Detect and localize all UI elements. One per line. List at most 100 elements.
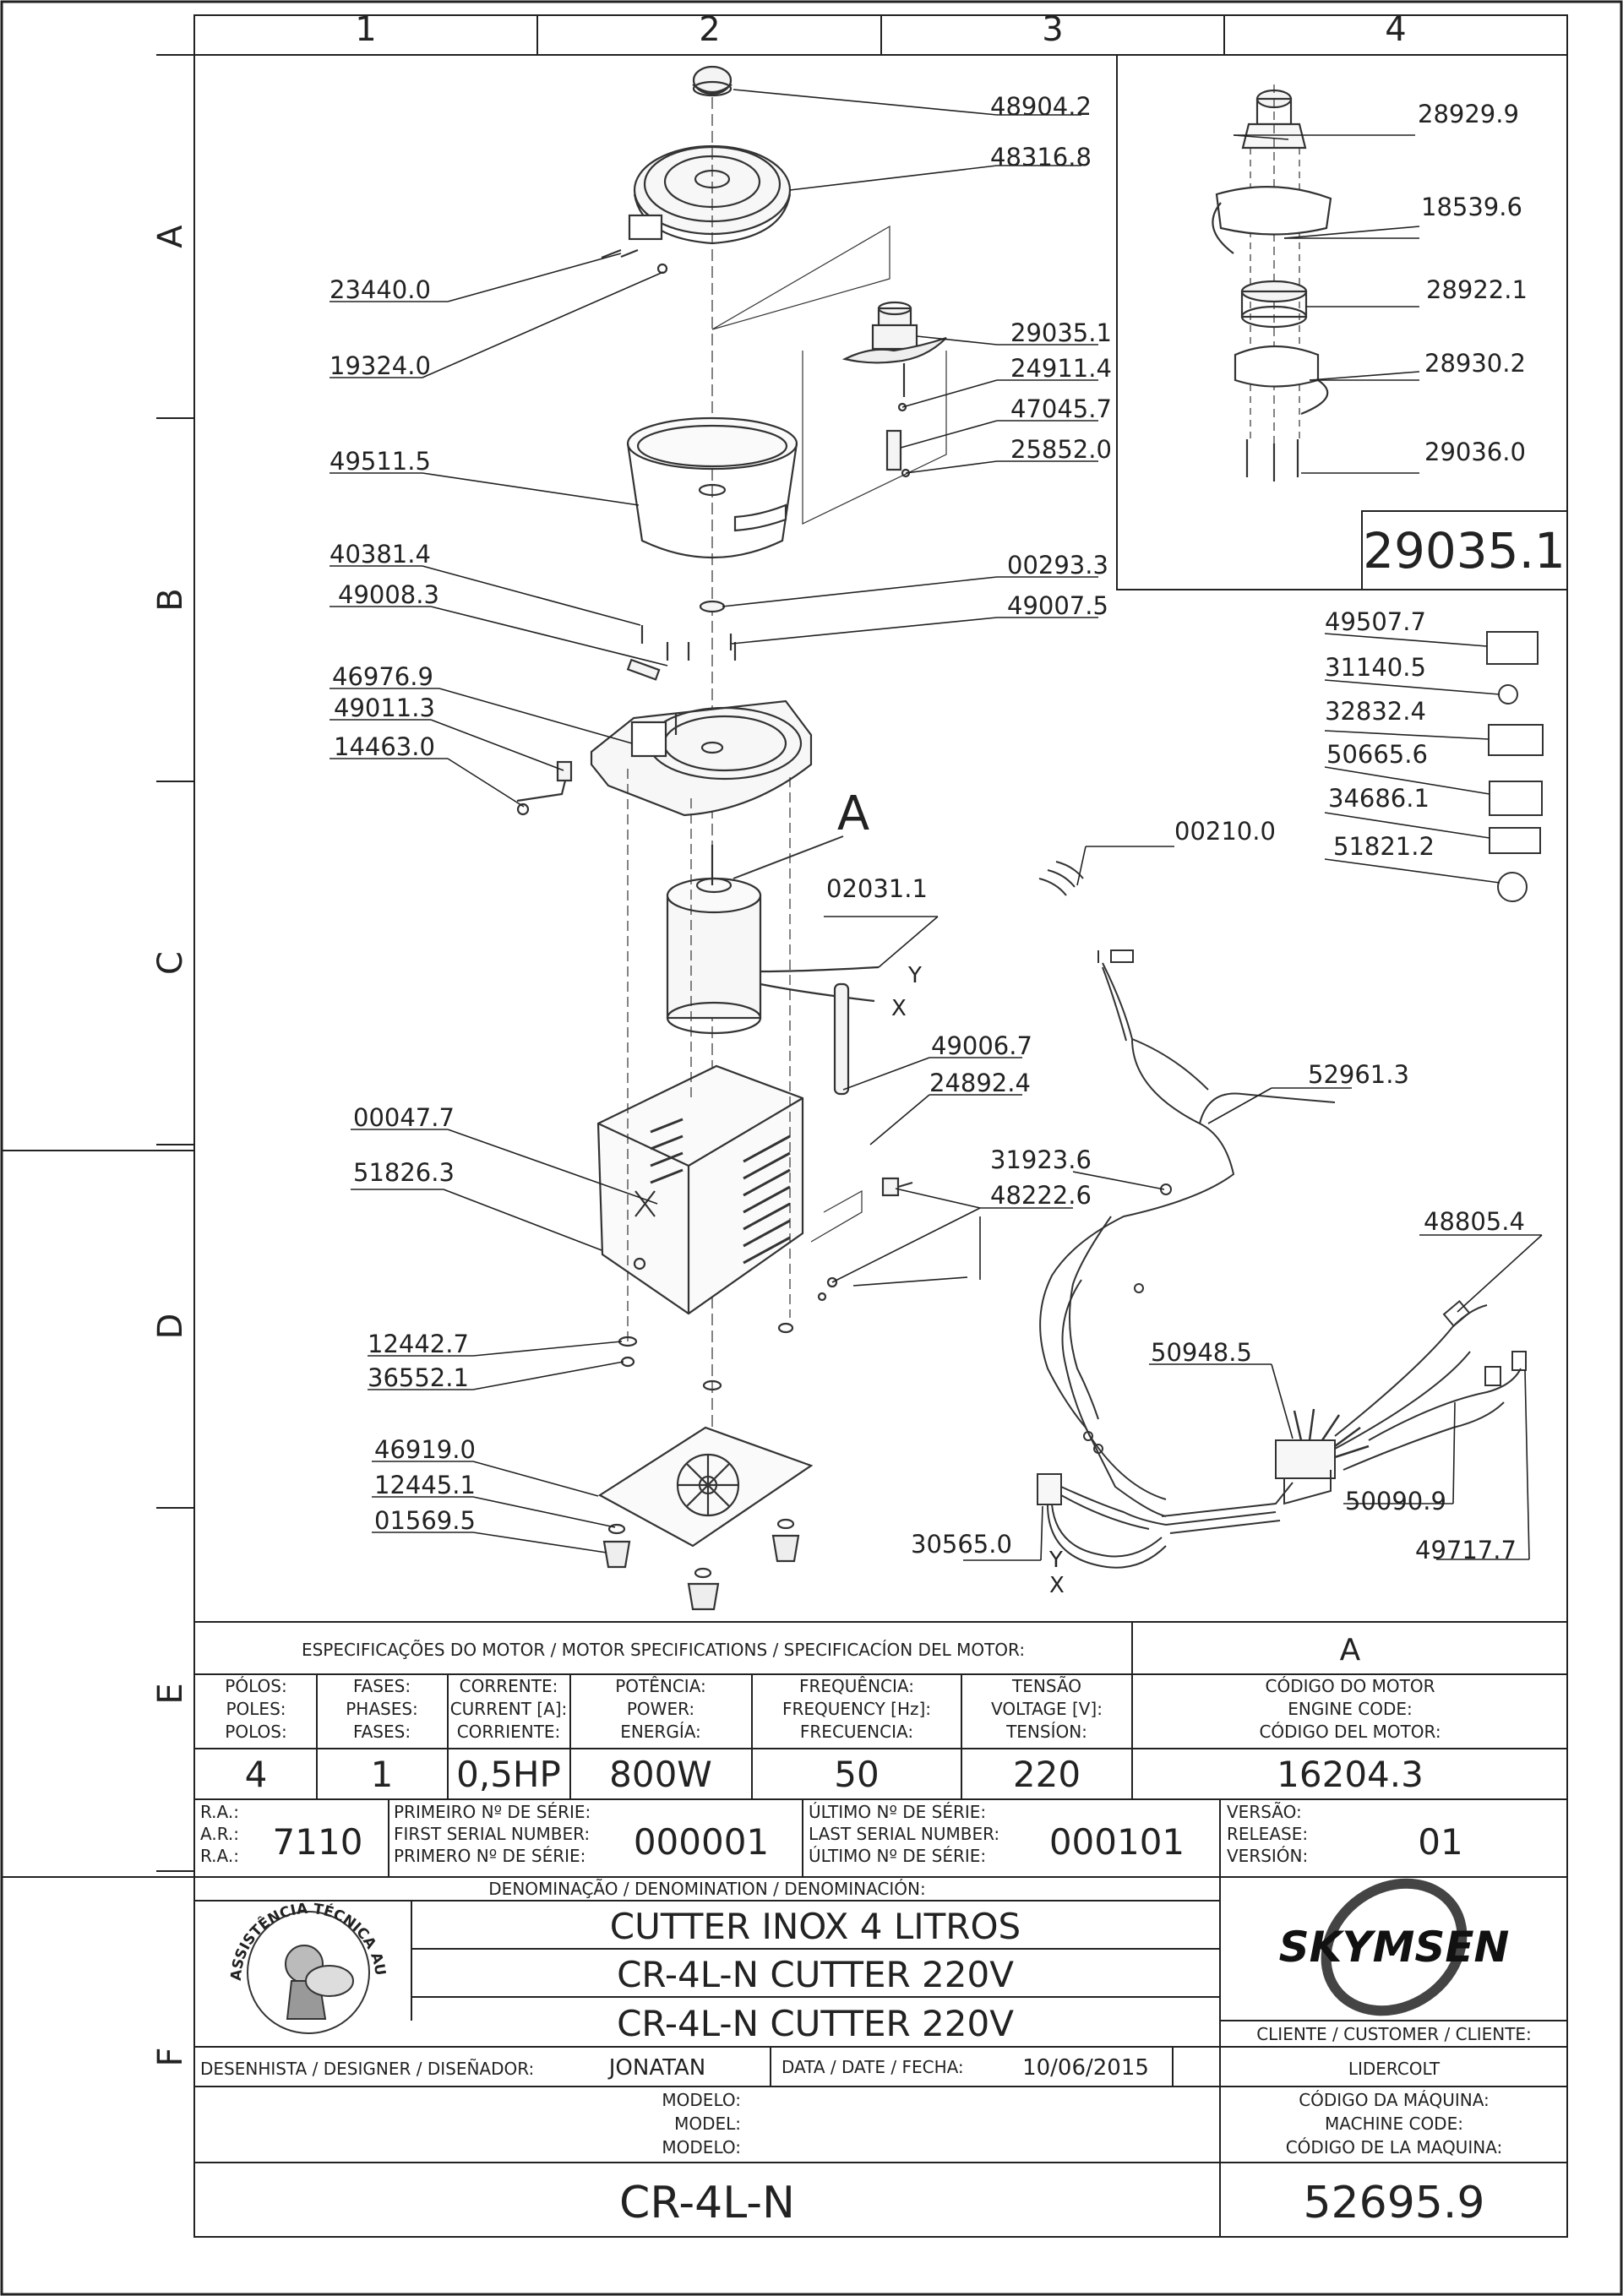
model-label: MODEL: [674,2114,741,2134]
row-d-label: D [151,1314,190,1340]
version-label: VERSIÓN: [1227,1846,1308,1866]
date-label: DATA / DATE / FECHA: [782,2057,964,2077]
part-label: 50665.6 [1326,740,1428,769]
motor [666,845,762,1035]
brand-name: SKYMSEN [1279,1923,1510,1972]
part-label: 29035.1 [1010,318,1112,347]
first-serial-label: PRIMERO Nº DE SÉRIE: [394,1846,585,1866]
spec-header: VOLTAGE [V]: [991,1699,1103,1719]
part-label: 30565.0 [911,1530,1012,1559]
row-f-label: F [151,2047,190,2066]
spec-value: 16204.3 [1277,1754,1424,1795]
terminal-block [1275,1439,1336,1479]
model-label: MODELO: [662,2137,741,2157]
machine-code-label: CÓDIGO DA MÁQUINA: [1299,2090,1490,2110]
specs-title: ESPECIFICAÇÕES DO MOTOR / MOTOR SPECIFIC… [302,1640,1025,1660]
part-label: 40381.4 [330,540,431,569]
spec-header: PÓLOS: [225,1676,286,1696]
first-serial-value: 000001 [634,1821,769,1863]
seal-decal [1497,872,1528,902]
version-label: RELEASE: [1227,1824,1308,1844]
part-label: 19324.0 [330,351,431,380]
title-block-lines [2,1621,1567,2237]
denomination-line: CR-4L-N CUTTER 220V [617,2003,1014,2044]
model-label: MODELO: [662,2090,741,2110]
spec-headers: PÓLOS: POLES: POLOS: FASES: PHASES: FASE… [225,1676,1441,1742]
row-e-label: E [151,1683,190,1704]
spec-value: 220 [1013,1754,1081,1795]
part-label: 25852.0 [1010,435,1112,464]
version-value: 01 [1418,1821,1462,1863]
info-decal [1489,827,1541,854]
spec-header: CURRENT [A]: [450,1699,568,1719]
part-label: 28929.9 [1418,100,1519,128]
part-label: 36552.1 [368,1363,469,1392]
last-serial-label: LAST SERIAL NUMBER: [809,1824,999,1844]
part-label: 52961.3 [1308,1060,1409,1089]
motor-housing [596,1064,804,1315]
spec-header: ENGINE CODE: [1288,1699,1412,1719]
decals [1486,631,1544,902]
part-label: 00210.0 [1174,817,1276,846]
base-plate [590,699,813,817]
part-label: 01569.5 [374,1506,476,1535]
part-label: 48904.2 [990,92,1092,121]
part-label: 46976.9 [332,662,433,691]
ra-label: A.R.: [200,1824,239,1844]
version-label: VERSÃO: [1227,1802,1302,1822]
last-serial-value: 000101 [1049,1821,1185,1863]
part-label: 28922.1 [1426,275,1528,304]
spec-value: 800W [609,1754,712,1795]
rubber-feet [602,1518,800,1611]
last-serial-label: ÚLTIMO Nº DE SÉRIE: [809,1802,986,1822]
machine-code-label: CÓDIGO DE LA MAQUINA: [1286,2137,1503,2157]
warning-decal [1489,781,1543,816]
part-label: 46919.0 [374,1435,476,1464]
spec-header: TENSÍON: [1005,1722,1087,1742]
part-label: 29036.0 [1424,438,1526,466]
spec-header: CÓDIGO DO MOTOR [1266,1676,1435,1696]
callout-a: A [837,786,869,841]
spec-header: FASES: [353,1722,411,1742]
part-label: 49007.5 [1007,591,1108,620]
spec-header: POLOS: [225,1722,286,1742]
part-label: 49511.5 [330,447,431,476]
detail-code: 29035.1 [1363,522,1566,579]
spec-header: POLES: [226,1699,286,1719]
row-a-label: A [151,225,190,248]
part-label: 31140.5 [1325,653,1426,682]
part-label: 49011.3 [334,694,435,722]
spec-value: 4 [245,1754,268,1795]
machine-code-value: 52695.9 [1303,2178,1484,2228]
spec-header: FREQUENCY [Hz]: [782,1699,931,1719]
machine-code-label: MACHINE CODE: [1325,2114,1463,2134]
serial-row: R.A.: A.R.: R.A.: 7110 PRIMEIRO Nº DE SÉ… [200,1802,1463,1866]
part-label: 00293.3 [1007,551,1108,579]
wiring-harness [1037,949,1527,1569]
part-label: 49717.7 [1415,1536,1517,1564]
spec-value: 50 [834,1754,879,1795]
part-label: 48316.8 [990,143,1092,171]
part-label: 51826.3 [353,1158,455,1187]
last-serial-label: ÚLTIMO Nº DE SÉRIE: [809,1846,986,1866]
part-label: 14463.0 [334,732,435,761]
spec-header: TENSÃO [1011,1676,1081,1696]
part-label: 51821.2 [1333,832,1435,861]
first-serial-label: FIRST SERIAL NUMBER: [394,1824,590,1844]
ground-symbol-icon [1498,684,1518,705]
manual-decal [1488,724,1544,756]
column-3-label: 3 [1042,10,1063,49]
specs-ref: A [1340,1633,1361,1668]
part-label: 47045.7 [1010,394,1112,423]
column-1-label: 1 [355,10,376,49]
detail-inset [1116,54,1568,590]
spec-header: FASES: [353,1676,411,1696]
spec-header: POTÊNCIA: [615,1676,706,1696]
brand-logo: SKYMSEN [1279,1878,1510,2016]
part-label: 28930.2 [1424,349,1526,378]
wire-y-label-2: Y [1048,1548,1063,1573]
part-label: 18539.6 [1421,193,1522,221]
